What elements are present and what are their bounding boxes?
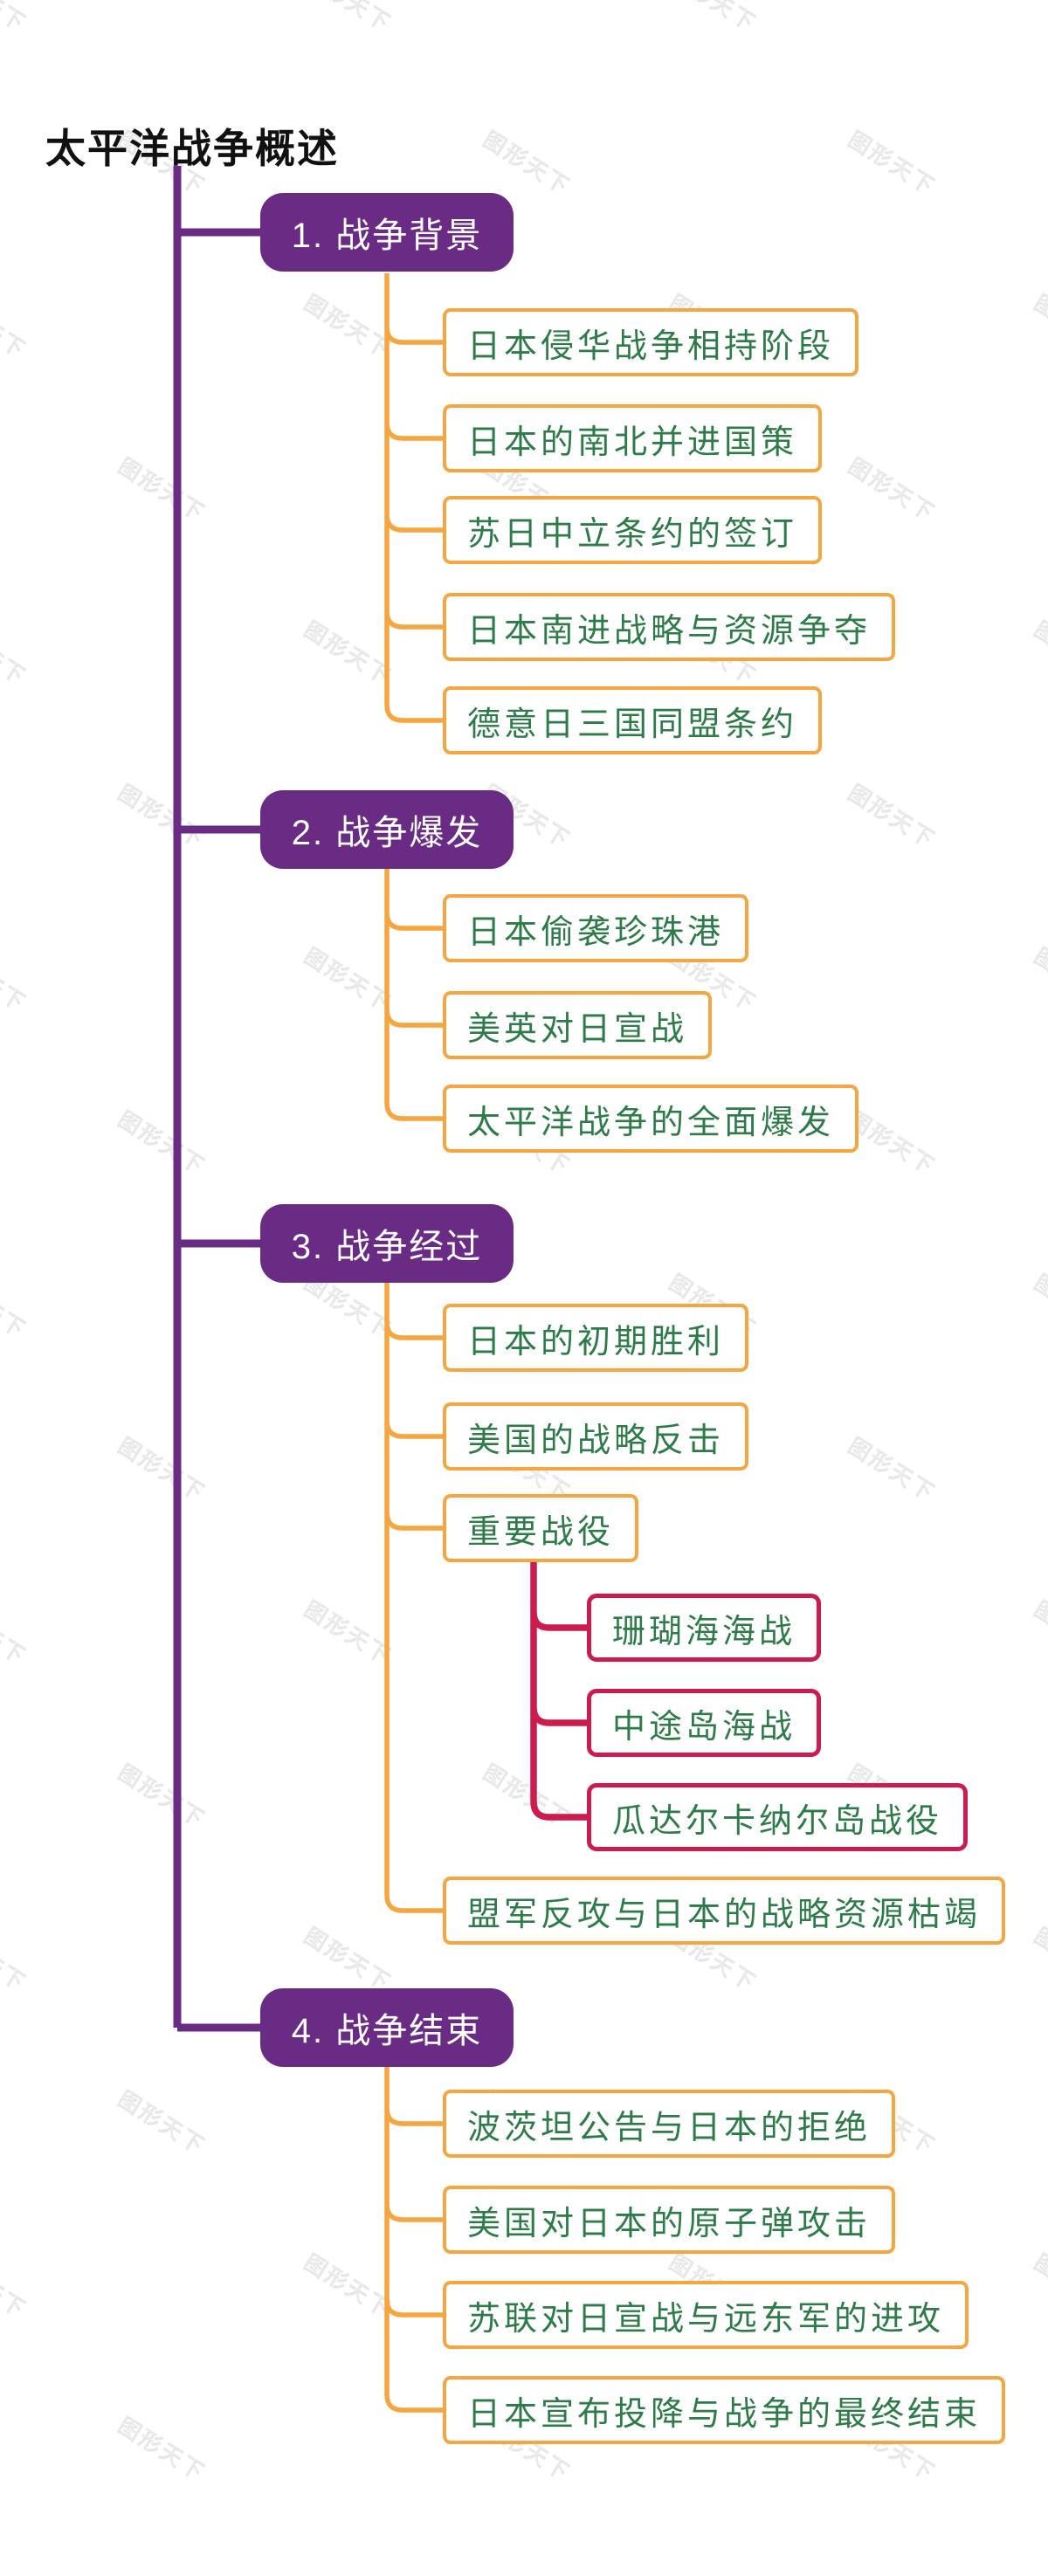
topic-connector-group1 <box>384 273 447 723</box>
subtopic-box[interactable]: 珊瑚海海战 <box>587 1594 822 1662</box>
branch-node-2[interactable]: 2. 战争爆发 <box>260 790 514 869</box>
subtopic-connector <box>530 1562 590 1821</box>
topic-box[interactable]: 美国的战略反击 <box>443 1402 749 1471</box>
topic-box[interactable]: 苏日中立条约的签订 <box>443 496 823 564</box>
topic-box[interactable]: 日本侵华战争相持阶段 <box>443 308 859 376</box>
topic-box[interactable]: 美国对日本的原子弹攻击 <box>443 2186 896 2254</box>
root-title[interactable]: 太平洋战争概述 <box>45 126 339 171</box>
topic-box[interactable]: 重要战役 <box>443 1494 639 1562</box>
topic-connector-group3 <box>384 1283 447 1913</box>
topic-box[interactable]: 盟军反攻与日本的战略资源枯竭 <box>443 1877 1006 1945</box>
topic-box[interactable]: 德意日三国同盟条约 <box>443 686 823 754</box>
topic-box[interactable]: 日本偷袭珍珠港 <box>443 894 749 962</box>
topic-box[interactable]: 苏联对日宣战与远东军的进攻 <box>443 2281 969 2349</box>
topic-box[interactable]: 美英对日宣战 <box>443 991 713 1059</box>
topic-box[interactable]: 日本的南北并进国策 <box>443 404 823 472</box>
topic-box[interactable]: 日本南进战略与资源争夺 <box>443 593 896 661</box>
subtopic-box[interactable]: 瓜达尔卡纳尔岛战役 <box>587 1783 969 1851</box>
topic-box[interactable]: 波茨坦公告与日本的拒绝 <box>443 2090 896 2158</box>
branch-node-1[interactable]: 1. 战争背景 <box>260 193 514 272</box>
topic-box[interactable]: 日本的初期胜利 <box>443 1304 749 1372</box>
topic-connector-group4 <box>384 2067 447 2413</box>
branch-node-3[interactable]: 3. 战争经过 <box>260 1204 514 1283</box>
branch-node-4[interactable]: 4. 战争结束 <box>260 1988 514 2067</box>
topic-connector-group2 <box>384 869 447 1121</box>
topic-box[interactable]: 日本宣布投降与战争的最终结束 <box>443 2376 1006 2444</box>
topic-box[interactable]: 太平洋战争的全面爆发 <box>443 1085 859 1153</box>
branch-connector <box>177 228 262 2032</box>
subtopic-box[interactable]: 中途岛海战 <box>587 1689 822 1757</box>
